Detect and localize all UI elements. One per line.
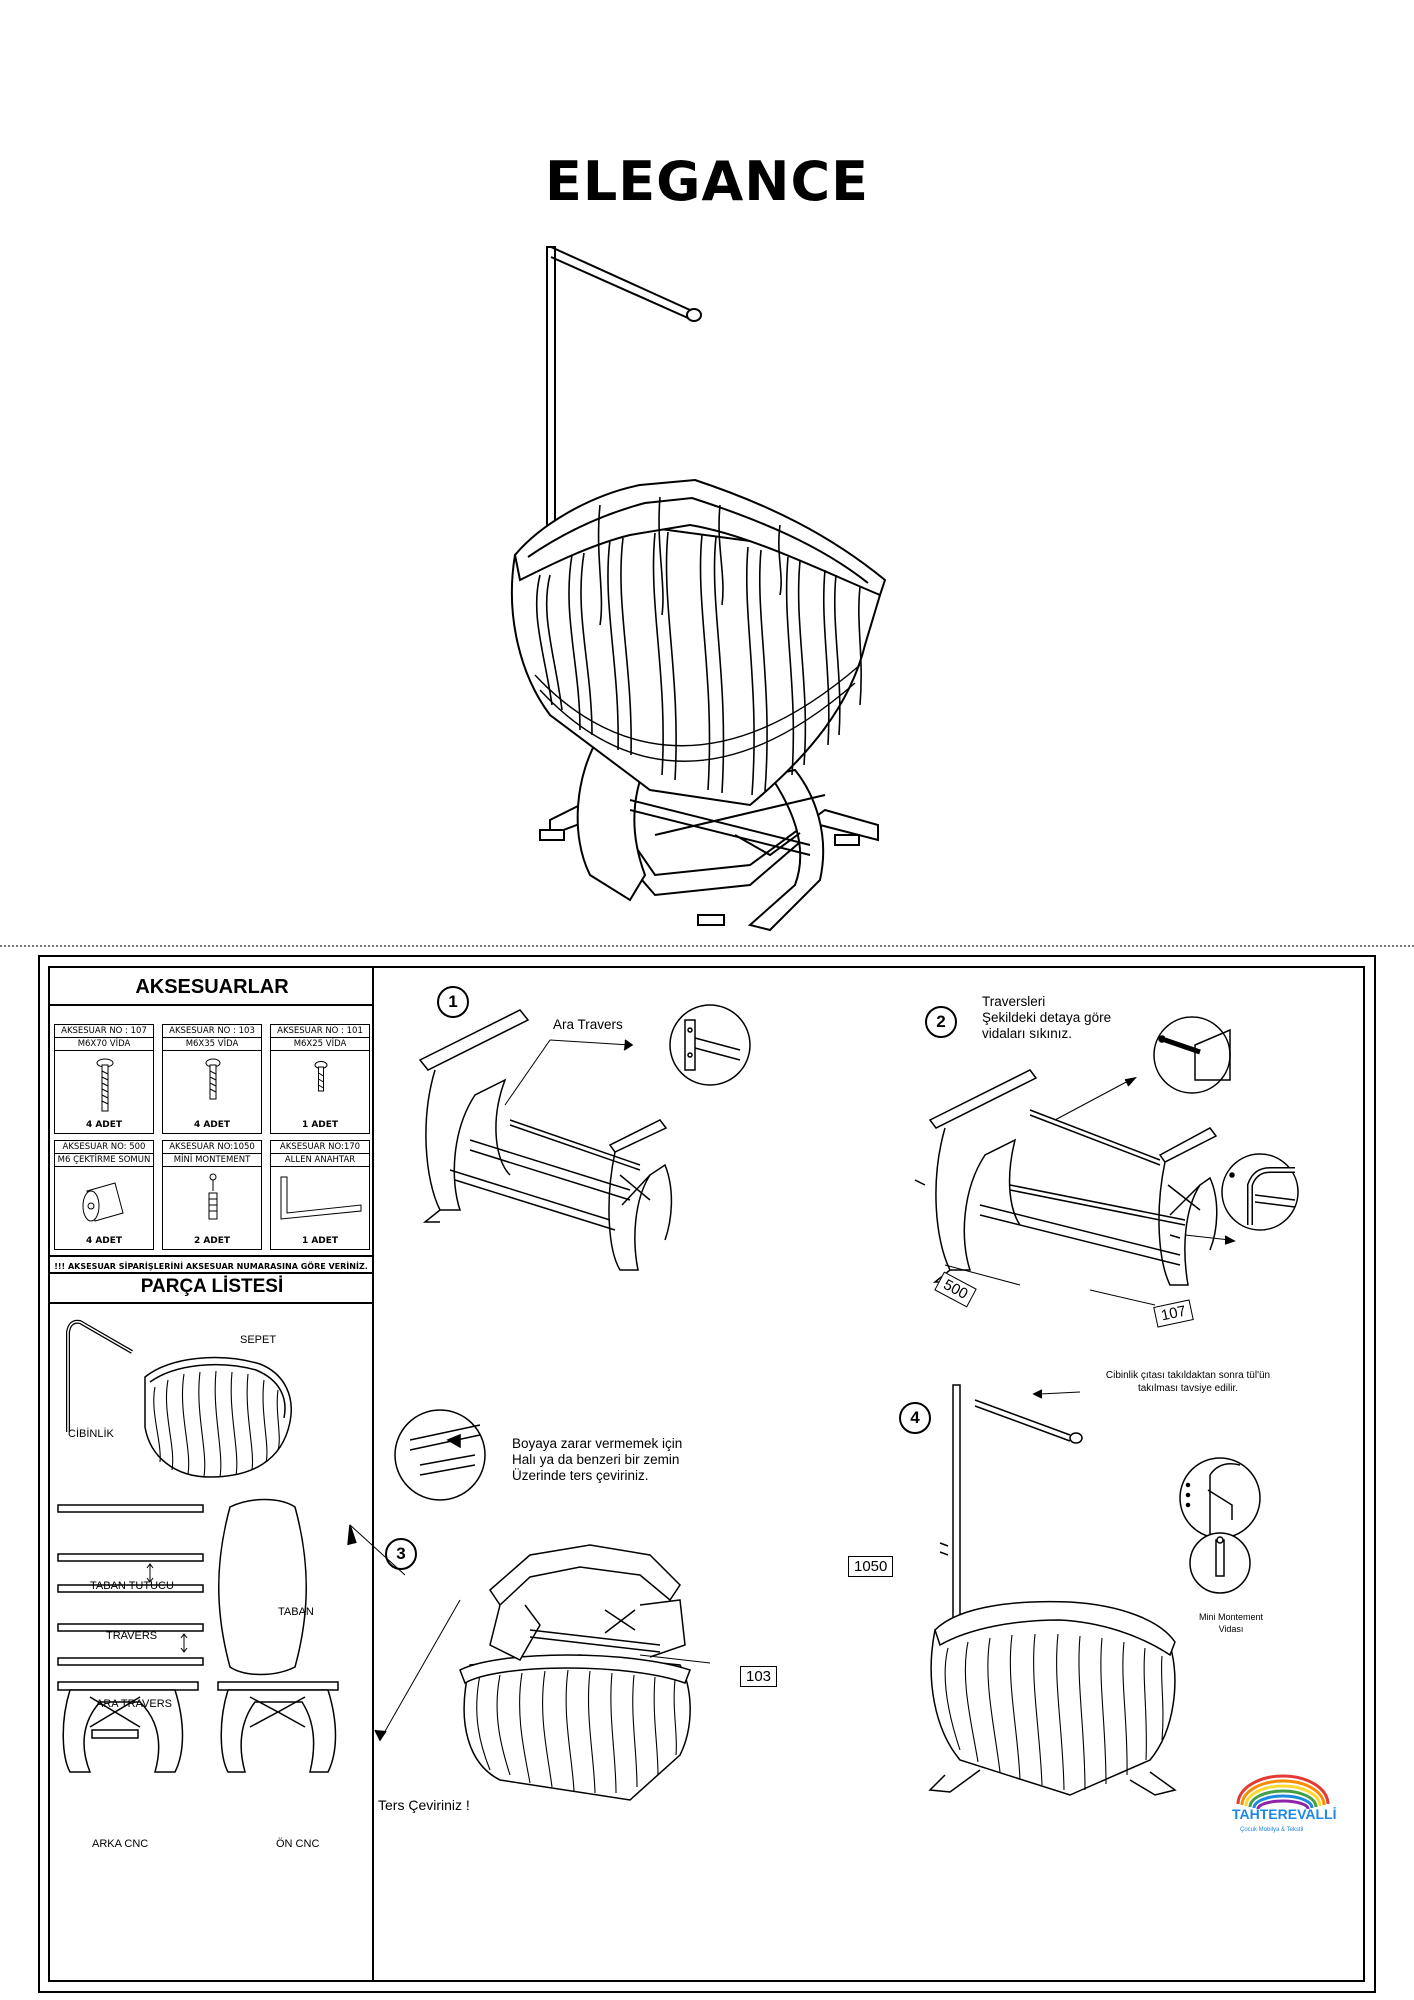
accessory-order-note: !!! AKSESUAR SİPARİŞLERİNİ AKSESUAR NUMA… — [54, 1262, 368, 1271]
accessory-qty: 1 ADET — [301, 1120, 339, 1130]
step-2-note-line: Şekildeki detaya göre — [982, 1010, 1112, 1025]
step-1-drawing — [418, 1004, 751, 1271]
barrel-nut-icon — [82, 1182, 124, 1222]
step-4-note-line: Cibinlik çıtası takıldaktan sonra tül'ün — [1105, 1370, 1271, 1381]
step-2-note-line: Traversleri — [982, 994, 1046, 1009]
accessory-no: AKSESUAR NO:1050 — [163, 1141, 261, 1154]
accessory-no: AKSESUAR NO : 103 — [163, 1025, 261, 1038]
step-2-drawing — [914, 1016, 1299, 1306]
mini-fitting-icon — [208, 1173, 218, 1220]
accessory-qty: 4 ADET — [193, 1120, 231, 1130]
accessory-card-170: AKSESUAR NO:170 ALLEN ANAHTAR 1 ADET — [270, 1140, 370, 1250]
divider — [50, 1272, 372, 1274]
flip-instruction: Ters Çeviriniz ! — [378, 1797, 470, 1813]
fitting-label-line: Vidası — [1218, 1624, 1244, 1634]
part-tag-1050: 1050 — [848, 1556, 894, 1577]
part-label-taban-tutucu: TABAN TUTUCU — [90, 1580, 174, 1592]
part-label-ara-travers: ARA TRAVERS — [96, 1698, 173, 1710]
instruction-frame — [38, 955, 1376, 1993]
accessory-card-103: AKSESUAR NO : 103 M6X35 VİDA 4 ADET — [162, 1024, 262, 1134]
accessory-card-500: AKSESUAR NO: 500 M6 ÇEKTİRME SOMUN 4 ADE… — [54, 1140, 154, 1250]
step-1-number: 1 — [437, 986, 469, 1018]
accessory-card-107: AKSESUAR NO : 107 M6X70 VİDA 4 ADET — [54, 1024, 154, 1134]
accessory-no: AKSESUAR NO: 500 — [55, 1141, 153, 1154]
page-title: ELEGANCE — [544, 150, 869, 213]
divider — [50, 1255, 372, 1257]
part-tag-103: 103 — [740, 1666, 778, 1687]
brand-logo — [1236, 1774, 1330, 1810]
step-4-number: 4 — [899, 1402, 931, 1434]
divider — [50, 1004, 372, 1006]
accessory-name: MİNİ MONTEMENT — [163, 1154, 261, 1167]
accessory-name: M6X25 VİDA — [271, 1038, 369, 1051]
part-label-sepet: SEPET — [240, 1334, 277, 1346]
step-3-note: Boyaya zarar vermemek için Halı ya da be… — [512, 1436, 682, 1484]
accessory-name: ALLEN ANAHTAR — [271, 1154, 369, 1167]
fitting-label-line: Mini Montement — [1198, 1612, 1264, 1622]
parts-drawings — [57, 1319, 339, 1773]
cradle-illustration — [510, 246, 887, 932]
step-2-number: 2 — [925, 1006, 957, 1038]
step-1-label: Ara Travers — [553, 1017, 623, 1032]
parts-heading: PARÇA LİSTESİ — [140, 1276, 284, 1297]
step-2-note: Traversleri Şekildeki detaya göre vidala… — [982, 994, 1111, 1042]
step-3-note-line: Boyaya zarar vermemek için — [512, 1436, 683, 1451]
step-4-drawing — [928, 1384, 1261, 1796]
accessory-qty: 4 ADET — [85, 1120, 123, 1130]
part-label-on-cnc: ÖN CNC — [276, 1838, 320, 1850]
accessory-name: M6 ÇEKTİRME SOMUN — [55, 1154, 153, 1167]
accessory-card-101: AKSESUAR NO : 101 M6X25 VİDA 1 ADET — [270, 1024, 370, 1134]
left-column: AKSESUARLAR AKSESUAR NO : 107 M6X70 VİDA… — [50, 968, 374, 1980]
accessory-no: AKSESUAR NO:170 — [271, 1141, 369, 1154]
part-label-taban: TABAN — [278, 1606, 314, 1618]
part-label-cibinlik: CİBİNLİK — [68, 1428, 114, 1440]
step-3-number: 3 — [385, 1538, 417, 1570]
long-screw-icon — [96, 1058, 114, 1112]
accessory-qty: 2 ADET — [193, 1236, 231, 1246]
accessories-heading: AKSESUARLAR — [135, 976, 289, 998]
accessory-qty: 4 ADET — [85, 1236, 123, 1246]
divider — [50, 1302, 372, 1304]
accessory-name: M6X35 VİDA — [163, 1038, 261, 1051]
cut-line-divider — [0, 945, 1414, 947]
accessory-no: AKSESUAR NO : 107 — [55, 1025, 153, 1038]
step-3-note-line: Halı ya da benzeri bir zemin — [512, 1452, 680, 1467]
medium-screw-icon — [205, 1058, 221, 1100]
fitting-label: Mini Montement Vidası — [1186, 1611, 1276, 1635]
step-4-note-line: takılması tavsiye edilir. — [1137, 1383, 1239, 1394]
part-label-travers: TRAVERS — [106, 1630, 158, 1642]
brand-tagline: Çocuk Mobilya & Tekstil — [1240, 1827, 1304, 1833]
accessory-card-1050: AKSESUAR NO:1050 MİNİ MONTEMENT 2 ADET — [162, 1140, 262, 1250]
short-screw-icon — [314, 1061, 328, 1092]
accessory-name: M6X70 VİDA — [55, 1038, 153, 1051]
accessory-qty: 1 ADET — [301, 1236, 339, 1246]
step-3-note-line: Üzerinde ters çeviriniz. — [512, 1468, 649, 1483]
allen-key-icon — [280, 1176, 362, 1220]
step-3-drawing — [347, 1409, 711, 1801]
brand-name: TAHTEREVALLİ — [1232, 1806, 1337, 1822]
part-label-arka-cnc: ARKA CNC — [92, 1838, 149, 1850]
step-4-note: Cibinlik çıtası takıldaktan sonra tül'ün… — [1078, 1369, 1298, 1395]
instruction-frame-inner — [48, 966, 1365, 1982]
accessory-no: AKSESUAR NO : 101 — [271, 1025, 369, 1038]
step-2-note-line: vidaları sıkınız. — [982, 1026, 1073, 1041]
